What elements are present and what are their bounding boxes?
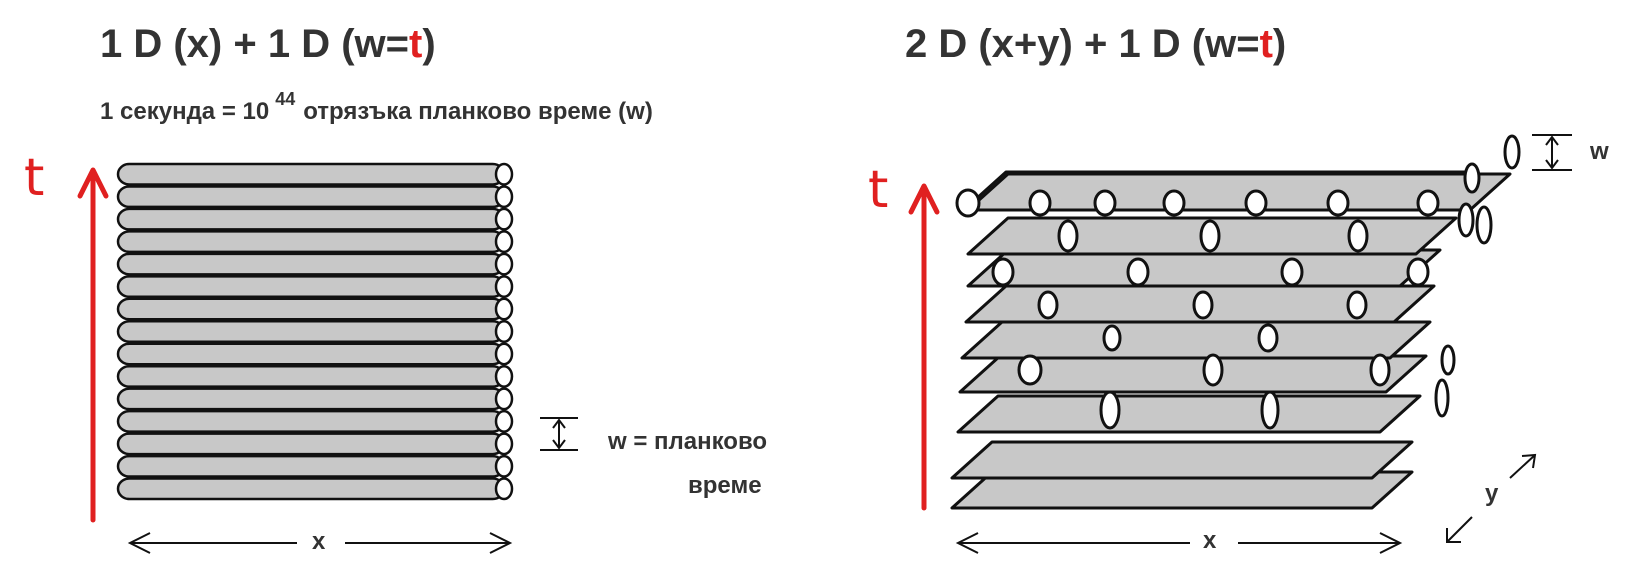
cylinder-body: [116, 185, 506, 209]
x-arrow-left: [127, 532, 513, 554]
y-axis-label-right: y: [1485, 480, 1499, 507]
cylinder-end: [1102, 324, 1122, 352]
cylinder-end: [1199, 219, 1221, 253]
cylinder-end: [494, 320, 514, 343]
cylinder-end: [1257, 323, 1279, 353]
time-axis-label-left: t: [24, 148, 45, 208]
cylinder-end: [494, 162, 514, 186]
cylinder-body: [116, 454, 506, 478]
time-sheet: [950, 470, 1414, 510]
time-sheet: [958, 354, 1428, 394]
cylinder-end: [494, 275, 514, 299]
cylinder-end: [494, 387, 514, 411]
w-definition-line2: време: [688, 472, 762, 499]
cylinder-end: [1440, 344, 1456, 376]
cylinder-body: [116, 297, 506, 321]
time-sheet: [956, 394, 1422, 434]
time-sheet: [950, 440, 1414, 480]
left-title: 1 D (x) + 1 D (w=t): [100, 22, 436, 66]
w-marker-left: [540, 417, 578, 451]
cylinder-end: [494, 230, 514, 254]
x-arrow-right: [955, 532, 1403, 554]
x-axis-label-left: x: [312, 528, 326, 555]
cylinder-end: [1457, 202, 1475, 238]
cylinder-end: [494, 185, 514, 209]
cylinder-end: [1057, 219, 1079, 253]
cylinder-body: [116, 162, 506, 186]
cylinder-end: [1434, 378, 1450, 418]
cylinder-body: [116, 432, 506, 456]
cylinder-body: [116, 477, 506, 501]
time-axis-label-right: t: [868, 160, 889, 220]
right-title: 2 D (x+y) + 1 D (w=t): [905, 22, 1287, 66]
cylinder-end: [1244, 189, 1268, 217]
cylinder-end: [1463, 162, 1481, 194]
cylinder-end: [1280, 257, 1304, 287]
cylinder-end: [1017, 354, 1043, 386]
exponent: 44: [275, 89, 296, 109]
cylinder-end: [1162, 189, 1186, 217]
cylinder-body: [116, 252, 506, 276]
cylinder-end: [494, 252, 514, 276]
cylinder-end: [1347, 219, 1369, 253]
cylinder-end: [1406, 257, 1430, 287]
planck-cylinder-stack: [116, 162, 514, 501]
cylinder-end: [494, 364, 514, 388]
cylinder-end: [494, 207, 514, 231]
x-axis-label-right: x: [1203, 527, 1217, 554]
time-arrow-right: [908, 183, 940, 511]
cylinder-end: [1475, 205, 1493, 245]
cylinder-body: [116, 207, 506, 231]
cylinder-end: [1192, 290, 1214, 320]
cylinder-end: [494, 409, 514, 433]
time-sheet: [960, 320, 1432, 360]
cylinder-end: [991, 257, 1015, 287]
cylinder-end: [494, 432, 514, 456]
cylinder-end: [1037, 290, 1059, 320]
cylinder-end: [1346, 290, 1368, 320]
cylinder-body: [116, 275, 506, 299]
cylinder-end: [1416, 189, 1440, 217]
cylinder-end: [1326, 189, 1350, 217]
cylinder-end: [494, 297, 514, 321]
cylinder-end: [1099, 390, 1121, 430]
cylinder-end: [494, 454, 514, 478]
cylinder-body: [116, 342, 506, 366]
w-marker-right: [1532, 134, 1572, 171]
cylinder-end: [1202, 353, 1224, 387]
w-definition: w = планково време: [608, 420, 767, 508]
cylinder-body: [116, 409, 506, 433]
cylinder-body: [116, 387, 506, 411]
cylinder-end: [494, 342, 514, 366]
cylinder-body: [116, 364, 506, 388]
cylinder-end: [1369, 353, 1391, 387]
y-arrow-right: [1446, 453, 1537, 543]
time-arrow-left: [77, 167, 109, 523]
cylinder-body: [116, 230, 506, 254]
cylinder-end: [494, 477, 514, 501]
cylinder-end: [1260, 390, 1280, 430]
planck-sheet-stack: [950, 134, 1521, 510]
cylinder-end: [1126, 257, 1150, 287]
cylinder-end: [1093, 189, 1117, 217]
cylinder-body: [116, 320, 506, 343]
w-label-right: w: [1590, 138, 1609, 165]
cylinder-end: [955, 188, 981, 218]
cylinder-end: [1028, 189, 1052, 217]
cylinder-end: [1503, 134, 1521, 170]
w-definition-line1: w = планково: [608, 428, 768, 455]
